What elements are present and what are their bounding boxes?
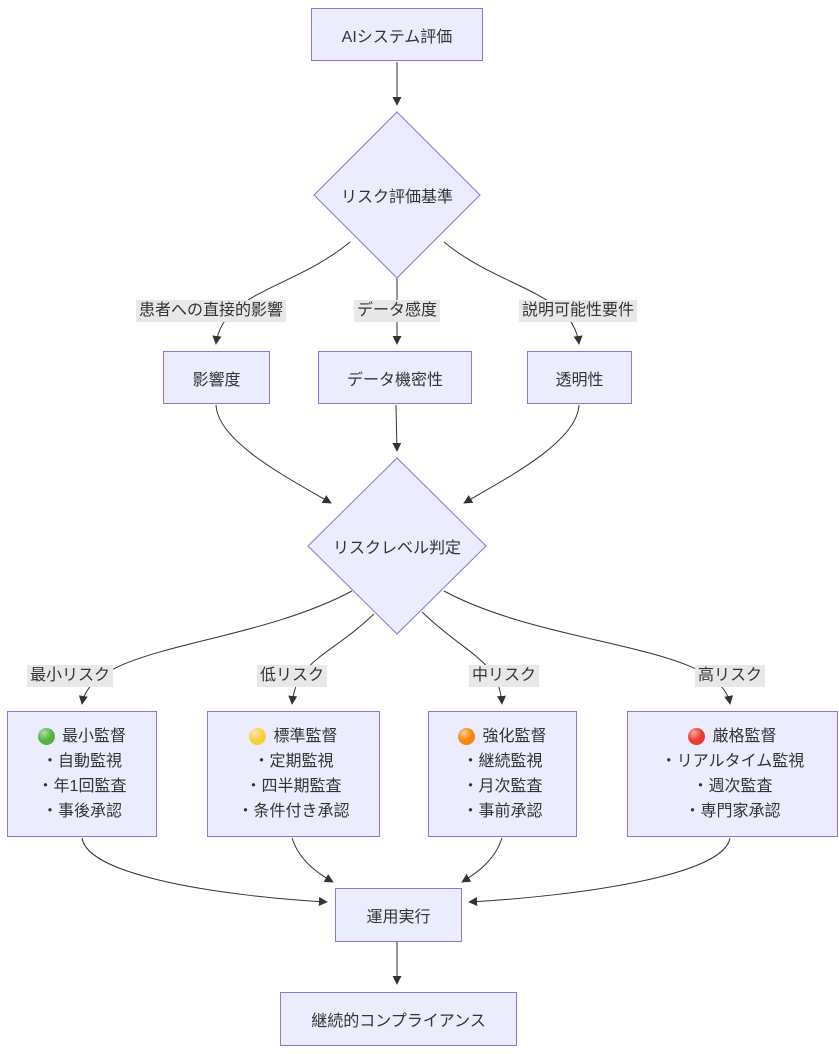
- node-standard-oversight: 標準監督 ・定期監視 ・四半期監査 ・条件付き承認: [207, 711, 380, 837]
- oversight-item: ・自動監視: [41, 753, 122, 770]
- yellow-circle-icon: [249, 728, 267, 745]
- edge-confidentiality-risklevel: [392, 404, 402, 452]
- oversight-item: ・四半期監査: [245, 778, 342, 795]
- edge-strict-operation: [468, 837, 731, 907]
- orange-circle-icon: [458, 728, 476, 745]
- oversight-item: ・事後承認: [41, 803, 122, 820]
- edge-label-explainability: 説明可能性要件: [518, 300, 638, 322]
- oversight-title: 最小監督: [61, 728, 126, 745]
- edge-label-low-risk: 低リスク: [256, 665, 328, 687]
- node-data-confidentiality: データ機密性: [318, 351, 472, 404]
- node-label: AIシステム評価: [341, 28, 453, 46]
- oversight-title-row: 強化監督: [458, 724, 547, 749]
- node-label: 運用実行: [366, 909, 431, 926]
- edge-criteria-transparency: [443, 241, 583, 345]
- node-risk-criteria-label: リスク評価基準: [340, 189, 454, 206]
- node-label: 透明性: [555, 371, 604, 389]
- node-ai-system-evaluation: AIシステム評価: [311, 8, 483, 61]
- oversight-title: 厳格監督: [712, 728, 777, 745]
- oversight-item: ・リアルタイム監視: [660, 753, 805, 770]
- edge-enhanced-operation: [461, 837, 503, 883]
- oversight-item: ・専門家承認: [684, 803, 781, 820]
- oversight-item: ・定期監視: [253, 753, 334, 770]
- node-risk-level-diamond: [307, 457, 487, 635]
- node-risk-level-label: リスクレベル判定: [332, 540, 462, 557]
- node-label: 影響度: [192, 371, 241, 389]
- edge-impact-risklevel: [215, 404, 332, 504]
- edge-minimal-operation: [81, 837, 328, 907]
- node-transparency: 透明性: [527, 351, 632, 404]
- oversight-item: ・月次監査: [462, 778, 543, 795]
- node-impact: 影響度: [163, 351, 270, 404]
- green-circle-icon: [37, 728, 55, 745]
- oversight-item: ・事前承認: [462, 803, 543, 820]
- oversight-title: 標準監督: [273, 728, 338, 745]
- oversight-title-row: 最小監督: [37, 724, 126, 749]
- edge-risklevel-standard: [288, 613, 375, 705]
- oversight-item: ・条件付き承認: [237, 803, 350, 820]
- edge-transparency-risklevel: [463, 404, 580, 504]
- edge-label-minimal-risk: 最小リスク: [26, 665, 114, 687]
- oversight-item: ・年1回監査: [37, 778, 127, 795]
- node-minimal-oversight: 最小監督 ・自動監視 ・年1回監査 ・事後承認: [7, 711, 157, 837]
- edge-risklevel-strict: [443, 590, 734, 705]
- node-enhanced-oversight: 強化監督 ・継続監視 ・月次監査 ・事前承認: [428, 711, 577, 837]
- edge-label-data-sensitivity: データ感度: [353, 300, 441, 322]
- node-risk-criteria-diamond: [313, 111, 481, 279]
- edge-standard-operation: [291, 837, 334, 883]
- oversight-title: 強化監督: [482, 728, 547, 745]
- edge-label-high-risk: 高リスク: [694, 665, 766, 687]
- node-compliance: 継続的コンプライアンス: [280, 992, 517, 1046]
- oversight-title-row: 厳格監督: [688, 724, 777, 749]
- red-circle-icon: [688, 728, 706, 745]
- node-operation: 運用実行: [335, 888, 462, 942]
- edge-label-medium-risk: 中リスク: [468, 665, 540, 687]
- node-label: データ機密性: [346, 371, 443, 389]
- edge-risklevel-minimal: [78, 590, 353, 705]
- oversight-item: ・週次監査: [692, 778, 773, 795]
- node-strict-oversight: 厳格監督 ・リアルタイム監視 ・週次監査 ・専門家承認: [627, 711, 838, 837]
- node-label: 継続的コンプライアンス: [311, 1013, 486, 1030]
- edge-criteria-impact: [212, 241, 351, 345]
- oversight-item: ・継続監視: [462, 753, 543, 770]
- edge-label-patient-impact: 患者への直接的影響: [135, 300, 287, 322]
- oversight-title-row: 標準監督: [249, 724, 338, 749]
- edge-risklevel-enhanced: [421, 611, 506, 705]
